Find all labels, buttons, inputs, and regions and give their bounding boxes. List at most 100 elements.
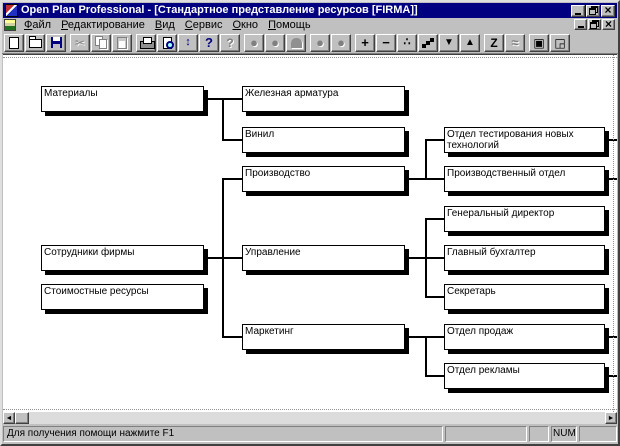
connector-line xyxy=(222,98,224,141)
tree-node[interactable]: Производство xyxy=(242,166,405,192)
restore-button[interactable] xyxy=(586,4,600,17)
menu-item-edit[interactable]: Редактирование xyxy=(61,19,145,31)
mdi-minimize-button[interactable] xyxy=(574,19,587,30)
menu-item-window[interactable]: Окно xyxy=(232,19,259,31)
toolbar-group: ●● xyxy=(244,33,306,52)
menu-item-file[interactable]: Файл xyxy=(24,19,52,31)
mdi-window-controls: × xyxy=(574,18,615,30)
toolbar: ✂↕??●●●●+−∴▼▲Z≈▣◲ xyxy=(2,32,618,54)
tree-node[interactable]: Стоимостные ресурсы xyxy=(41,284,204,310)
print-icon xyxy=(139,36,155,49)
menu-items: Файл Редактирование Вид Сервис Окно Помощь xyxy=(19,18,616,32)
tree-node[interactable]: Маркетинг xyxy=(242,324,405,350)
menu-item-help[interactable]: Помощь xyxy=(268,19,311,31)
scroll-left-button[interactable]: ◄ xyxy=(3,412,15,424)
num-lock-indicator: NUM xyxy=(551,426,577,442)
copy-icon xyxy=(94,36,108,49)
status-bar: Для получения помощи нажмите F1 NUM xyxy=(3,426,617,442)
tree-node[interactable]: Отдел рекламы xyxy=(444,363,605,389)
link-nodes-button[interactable]: ∴ xyxy=(397,33,417,52)
status-message: Для получения помощи нажмите F1 xyxy=(3,426,443,442)
status-panel xyxy=(579,426,617,442)
context-help-button: ? xyxy=(220,33,240,52)
menu-item-service[interactable]: Сервис xyxy=(184,19,223,31)
tree-node[interactable]: Главный бухгалтер xyxy=(444,245,605,271)
move-up-button[interactable]: ▲ xyxy=(460,33,480,52)
tree-node[interactable]: Отдел тестирования новых технологий xyxy=(444,127,605,153)
window-tile-icon: ▣ xyxy=(533,35,545,50)
connector-line xyxy=(425,296,444,298)
link-nodes-icon: ∴ xyxy=(403,36,411,48)
tree-node[interactable]: Сотрудники фирмы xyxy=(41,245,204,271)
move-down-button[interactable]: ▼ xyxy=(439,33,459,52)
scrollbar-track[interactable] xyxy=(29,412,605,424)
toolbar-group: ✂ xyxy=(70,33,132,52)
connector-line xyxy=(222,178,224,338)
connector-line xyxy=(208,257,242,259)
add-node-icon: + xyxy=(361,35,369,50)
tree-node[interactable]: Управление xyxy=(242,245,405,271)
minimize-button[interactable] xyxy=(571,4,585,17)
new-document-button[interactable] xyxy=(4,33,24,52)
connector-line xyxy=(425,375,444,377)
add-node-button[interactable]: + xyxy=(355,33,375,52)
title-bar: Open Plan Professional - [Стандартное пр… xyxy=(3,3,617,18)
connector-line xyxy=(208,98,242,100)
page-break-line xyxy=(3,57,617,58)
save-file-button[interactable] xyxy=(46,33,66,52)
update-exchange-button[interactable]: ↕ xyxy=(178,33,198,52)
outline-level-button[interactable] xyxy=(418,33,438,52)
connector-line xyxy=(425,139,427,180)
toolbar-group: ↕?? xyxy=(136,33,240,52)
mdi-minimize-icon xyxy=(577,26,584,28)
scrollbar-thumb[interactable] xyxy=(15,412,29,424)
tree-node[interactable]: Отдел продаж xyxy=(444,324,605,350)
print-preview-button[interactable] xyxy=(157,33,177,52)
resource-view-3-button xyxy=(286,33,306,52)
connector-line xyxy=(425,218,427,298)
move-down-icon: ▼ xyxy=(444,36,454,48)
connector-line xyxy=(222,139,242,141)
connector-line xyxy=(425,218,444,220)
resource-view-5-button: ● xyxy=(331,33,351,52)
new-document-icon xyxy=(9,36,19,49)
page-break-line xyxy=(613,55,614,412)
connector-line xyxy=(425,336,427,377)
horizontal-scrollbar: ◄ ► xyxy=(3,412,617,424)
remove-node-button[interactable]: − xyxy=(376,33,396,52)
window-tile-button[interactable]: ▣ xyxy=(529,33,549,52)
scroll-right-button[interactable]: ► xyxy=(605,412,617,424)
help-button[interactable]: ? xyxy=(199,33,219,52)
app-icon[interactable] xyxy=(5,4,18,17)
tree-node[interactable]: Материалы xyxy=(41,86,204,112)
close-button[interactable]: × xyxy=(601,4,615,17)
menu-item-view[interactable]: Вид xyxy=(154,19,175,31)
zigzag-view-button[interactable]: Z xyxy=(484,33,504,52)
window-title: Open Plan Professional - [Стандартное пр… xyxy=(21,4,418,16)
open-file-button[interactable] xyxy=(25,33,45,52)
tree-node[interactable]: Секретарь xyxy=(444,284,605,310)
mdi-restore-button[interactable] xyxy=(588,19,601,30)
document-icon[interactable] xyxy=(4,19,16,31)
print-button[interactable] xyxy=(136,33,156,52)
resource-view-4-icon: ● xyxy=(316,35,324,50)
tree-node[interactable]: Железная арматура xyxy=(242,86,405,112)
connector-line xyxy=(425,139,444,141)
copy-button xyxy=(91,33,111,52)
tree-node[interactable]: Винил xyxy=(242,127,405,153)
tree-node[interactable]: Производственный отдел xyxy=(444,166,605,192)
resource-view-2-button: ● xyxy=(265,33,285,52)
mdi-close-button[interactable]: × xyxy=(602,18,615,30)
resource-view-5-icon: ● xyxy=(337,35,345,50)
tree-node[interactable]: Генеральный директор xyxy=(444,206,605,232)
resource-view-1-icon: ● xyxy=(250,35,258,50)
paste-icon xyxy=(117,36,127,49)
wave-view-button: ≈ xyxy=(505,33,525,52)
window-expand-button[interactable]: ◲ xyxy=(550,33,570,52)
paste-button xyxy=(112,33,132,52)
help-icon: ? xyxy=(205,35,213,50)
zigzag-view-icon: Z xyxy=(490,35,498,50)
resource-view-3-icon xyxy=(290,37,302,48)
wave-view-icon: ≈ xyxy=(511,35,519,50)
